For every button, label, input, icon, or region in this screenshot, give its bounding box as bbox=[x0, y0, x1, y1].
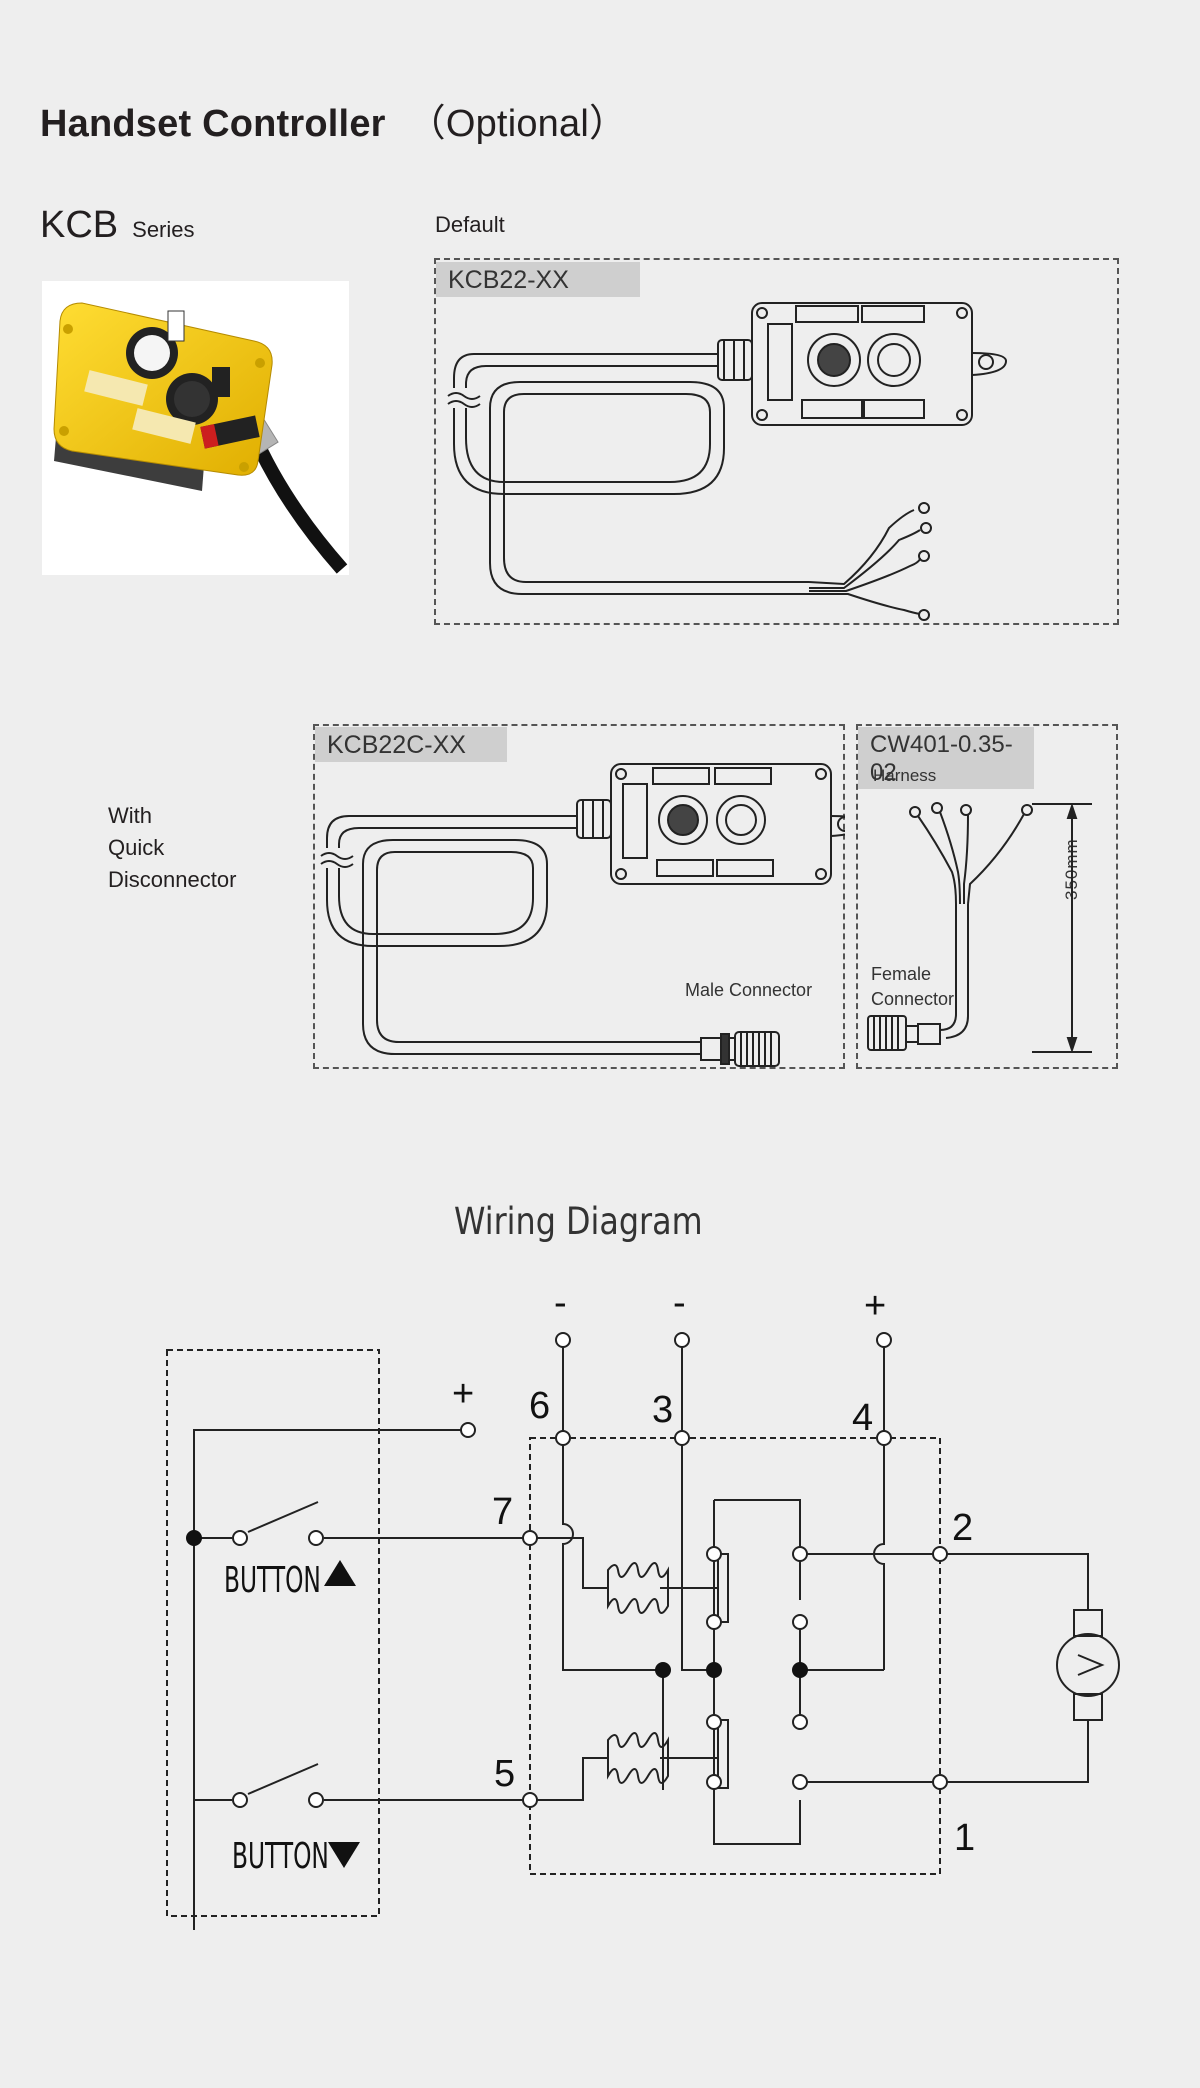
button-left bbox=[807, 333, 861, 387]
male-connector-label: Male Connector bbox=[685, 980, 813, 1000]
cw401-drawing bbox=[867, 802, 1092, 1054]
aux-sign: + bbox=[452, 1373, 474, 1415]
quick-label-line-2: Quick bbox=[108, 835, 165, 860]
wiring-diagram-title: Wiring Diagram bbox=[454, 1200, 703, 1243]
female-label-line-1: Female bbox=[871, 964, 932, 984]
terminal-3: 3 bbox=[652, 1389, 673, 1431]
terminal-5: 5 bbox=[494, 1753, 515, 1795]
button-up-label: BUTTON bbox=[224, 1560, 321, 1601]
default-caption: Default bbox=[435, 212, 505, 237]
terminal-sign-2: - bbox=[673, 1282, 686, 1324]
quick-label-line-3: Disconnector bbox=[108, 867, 237, 892]
kcb22c-drawing bbox=[320, 763, 845, 1067]
button-box bbox=[166, 1349, 380, 1917]
terminal-2: 2 bbox=[952, 1507, 973, 1549]
triangle-down-icon bbox=[328, 1842, 360, 1868]
quick-disconnector-label: With Quick Disconnector bbox=[108, 800, 236, 896]
male-connector bbox=[734, 1031, 780, 1067]
female-connector-label: Female Connector bbox=[871, 962, 954, 1012]
default-drawing-frame bbox=[434, 258, 1119, 625]
coil-top bbox=[607, 1562, 669, 1614]
terminal-sign-3: + bbox=[864, 1285, 886, 1327]
series-heading: KCB Series bbox=[40, 204, 195, 247]
button-down-label: BUTTON bbox=[232, 1836, 329, 1877]
relay-box bbox=[529, 1437, 941, 1875]
quick-label-line-1: With bbox=[108, 803, 152, 828]
cw401-model-label: CW401-0.35-02 bbox=[858, 727, 1034, 789]
series-name: KCB bbox=[40, 204, 119, 246]
terminal-6: 6 bbox=[529, 1385, 550, 1427]
terminal-4: 4 bbox=[852, 1397, 873, 1439]
series-suffix: Series bbox=[132, 217, 195, 242]
kcb22c-drawing-frame bbox=[313, 724, 845, 1069]
kcb22-drawing bbox=[447, 302, 1008, 621]
default-model-label: KCB22-XX bbox=[436, 262, 640, 297]
kcb22c-model-label: KCB22C-XX bbox=[315, 727, 507, 762]
motor bbox=[1056, 1633, 1120, 1697]
harness-label: Harness bbox=[873, 766, 937, 785]
product-photo bbox=[42, 281, 349, 575]
terminal-sign-1: - bbox=[554, 1282, 567, 1324]
cw401-drawing-frame bbox=[856, 724, 1118, 1069]
coil-bottom bbox=[607, 1732, 669, 1784]
terminal-7: 7 bbox=[492, 1491, 513, 1533]
page-subtitle: （Optional） bbox=[407, 103, 628, 145]
button-right bbox=[867, 333, 921, 387]
terminal-1: 1 bbox=[954, 1817, 975, 1859]
wiring-diagram: - - + + 6 3 4 7 2 5 1 BUTTON BUTTON bbox=[166, 1282, 1120, 1930]
female-label-line-2: Connector bbox=[871, 989, 955, 1009]
harness-ring bbox=[917, 1023, 941, 1045]
triangle-up-icon bbox=[324, 1560, 356, 1586]
page-title: Handset Controller（Optional） bbox=[40, 103, 628, 145]
